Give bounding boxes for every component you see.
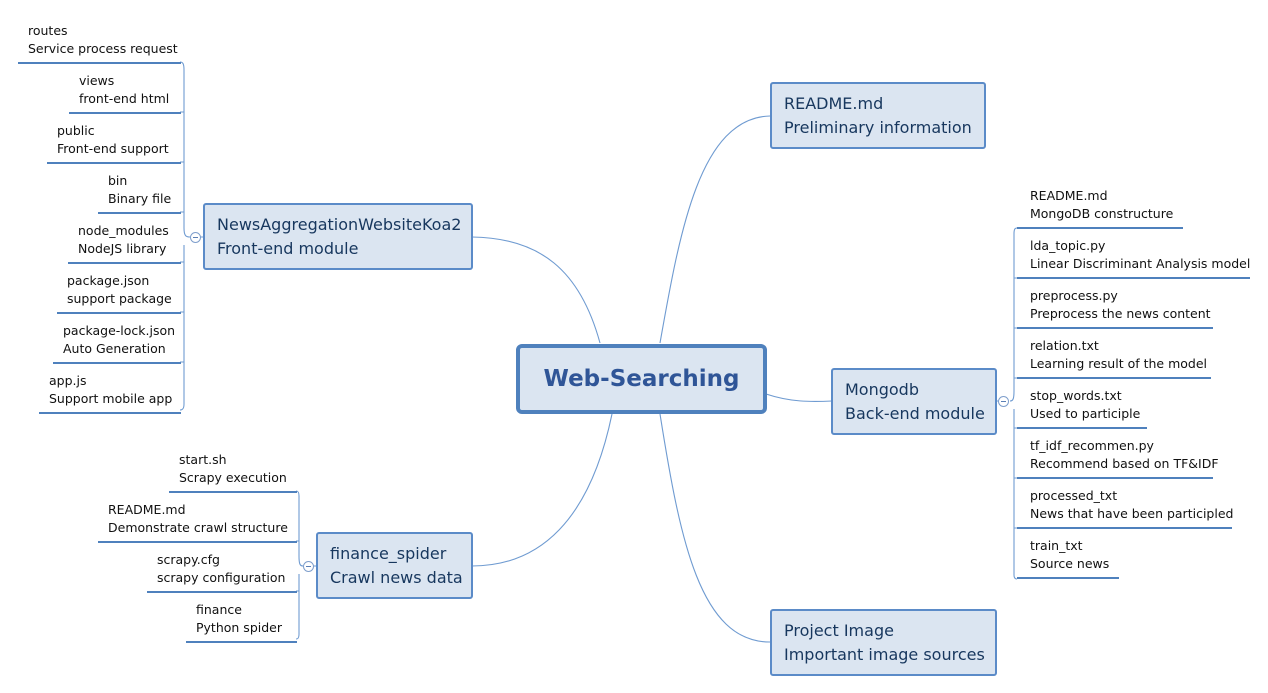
topic-backend[interactable]: Mongodb Back-end module: [831, 368, 997, 435]
leaf-frontend-routes[interactable]: routes Service process request: [18, 22, 181, 64]
leaf-backend-tf-idf[interactable]: tf_idf_recommen.py Recommend based on TF…: [1017, 437, 1219, 479]
leaf-frontend-public[interactable]: public Front-end support: [47, 122, 181, 164]
leaf-frontend-package-json[interactable]: package.json support package: [57, 272, 181, 314]
link-central-spider: [471, 413, 613, 567]
leaf-backend-processed-txt[interactable]: processed_txt News that have been partic…: [1017, 487, 1233, 529]
leaf-frontend-package-lock[interactable]: package-lock.json Auto Generation: [53, 322, 181, 364]
leaf-frontend-bin[interactable]: bin Binary file: [98, 172, 181, 214]
topic-readme-title: README.md: [784, 94, 884, 113]
backend-collapse-button[interactable]: [998, 396, 1009, 407]
topic-frontend-title: NewsAggregationWebsiteKoa2: [217, 215, 462, 234]
leaf-frontend-app-js[interactable]: app.js Support mobile app: [39, 372, 181, 414]
topic-project-image-title: Project Image: [784, 621, 894, 640]
leaf-frontend-views[interactable]: views front-end html: [69, 72, 181, 114]
topic-readme-subtitle: Preliminary information: [784, 118, 972, 137]
central-topic[interactable]: Web-Searching: [516, 344, 767, 414]
topic-spider[interactable]: finance_spider Crawl news data: [316, 532, 473, 599]
leaf-spider-finance[interactable]: finance Python spider: [186, 601, 297, 643]
leaf-spider-readme[interactable]: README.md Demonstrate crawl structure: [98, 501, 297, 543]
central-topic-label: Web-Searching: [543, 366, 740, 392]
leaf-spider-start-sh[interactable]: start.sh Scrapy execution: [169, 451, 297, 493]
topic-backend-subtitle: Back-end module: [845, 404, 985, 423]
link-central-image: [659, 413, 771, 643]
topic-frontend[interactable]: NewsAggregationWebsiteKoa2 Front-end mod…: [203, 203, 473, 270]
topic-readme[interactable]: README.md Preliminary information: [770, 82, 986, 149]
leaf-backend-relation[interactable]: relation.txt Learning result of the mode…: [1017, 337, 1211, 379]
topic-project-image-subtitle: Important image sources: [784, 645, 985, 664]
topic-spider-title: finance_spider: [330, 544, 447, 563]
leaf-backend-readme[interactable]: README.md MongoDB constructure: [1017, 187, 1183, 229]
frontend-collapse-button[interactable]: [190, 232, 201, 243]
link-central-frontend: [471, 236, 601, 344]
spider-collapse-button[interactable]: [303, 561, 314, 572]
topic-frontend-subtitle: Front-end module: [217, 239, 359, 258]
leaf-frontend-node-modules[interactable]: node_modules NodeJS library: [68, 222, 181, 264]
link-central-readme: [659, 115, 771, 344]
leaf-spider-scrapy-cfg[interactable]: scrapy.cfg scrapy configuration: [147, 551, 297, 593]
topic-spider-subtitle: Crawl news data: [330, 568, 463, 587]
topic-backend-title: Mongodb: [845, 380, 919, 399]
leaf-backend-train-txt[interactable]: train_txt Source news: [1017, 537, 1119, 579]
link-central-backend: [765, 393, 833, 402]
leaf-backend-stop-words[interactable]: stop_words.txt Used to participle: [1017, 387, 1147, 429]
leaf-backend-preprocess[interactable]: preprocess.py Preprocess the news conten…: [1017, 287, 1213, 329]
topic-project-image[interactable]: Project Image Important image sources: [770, 609, 997, 676]
leaf-backend-lda-topic[interactable]: lda_topic.py Linear Discriminant Analysi…: [1017, 237, 1250, 279]
